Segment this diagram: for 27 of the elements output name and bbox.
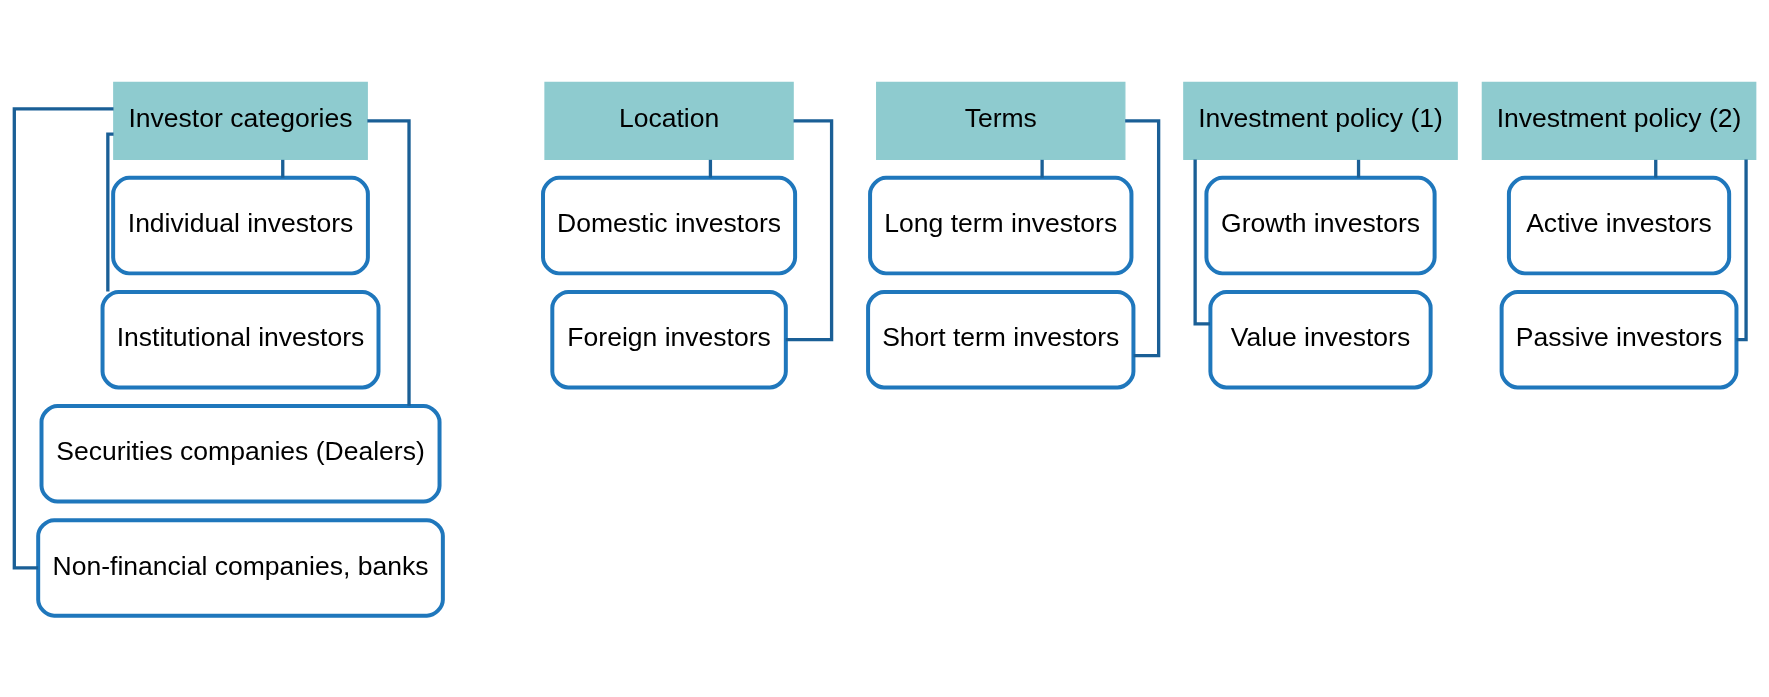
node-box: Terms — [875, 81, 1125, 160]
connector — [1653, 159, 1657, 178]
node-box: Value investors — [1207, 289, 1433, 389]
node-box: Non-financial companies, banks — [35, 517, 445, 618]
connector — [1736, 158, 1748, 341]
node-box: Individual investors — [110, 175, 370, 275]
node-box: Growth investors — [1203, 175, 1437, 275]
connector — [785, 118, 833, 341]
node-box: Location — [543, 81, 794, 160]
connector — [708, 159, 712, 178]
node-box: Passive investors — [1499, 289, 1738, 389]
connector — [366, 118, 411, 406]
node-box: Institutional investors — [100, 289, 380, 389]
connector — [105, 131, 114, 291]
node-box: Short term investors — [865, 289, 1135, 389]
node-box: Foreign investors — [549, 289, 788, 389]
connector — [1039, 159, 1044, 178]
connector — [280, 159, 284, 178]
connector — [1356, 159, 1360, 178]
connector — [1192, 158, 1210, 325]
node-box: Investment policy (2) — [1481, 81, 1756, 160]
node-box: Investor categories — [112, 81, 368, 160]
node-box: Long term investors — [867, 175, 1133, 275]
node-box: Active investors — [1506, 175, 1731, 275]
node-box: Securities companies (Dealers) — [39, 403, 442, 504]
node-box: Domestic investors — [540, 175, 797, 275]
node-box: Investment policy (1) — [1182, 81, 1458, 160]
